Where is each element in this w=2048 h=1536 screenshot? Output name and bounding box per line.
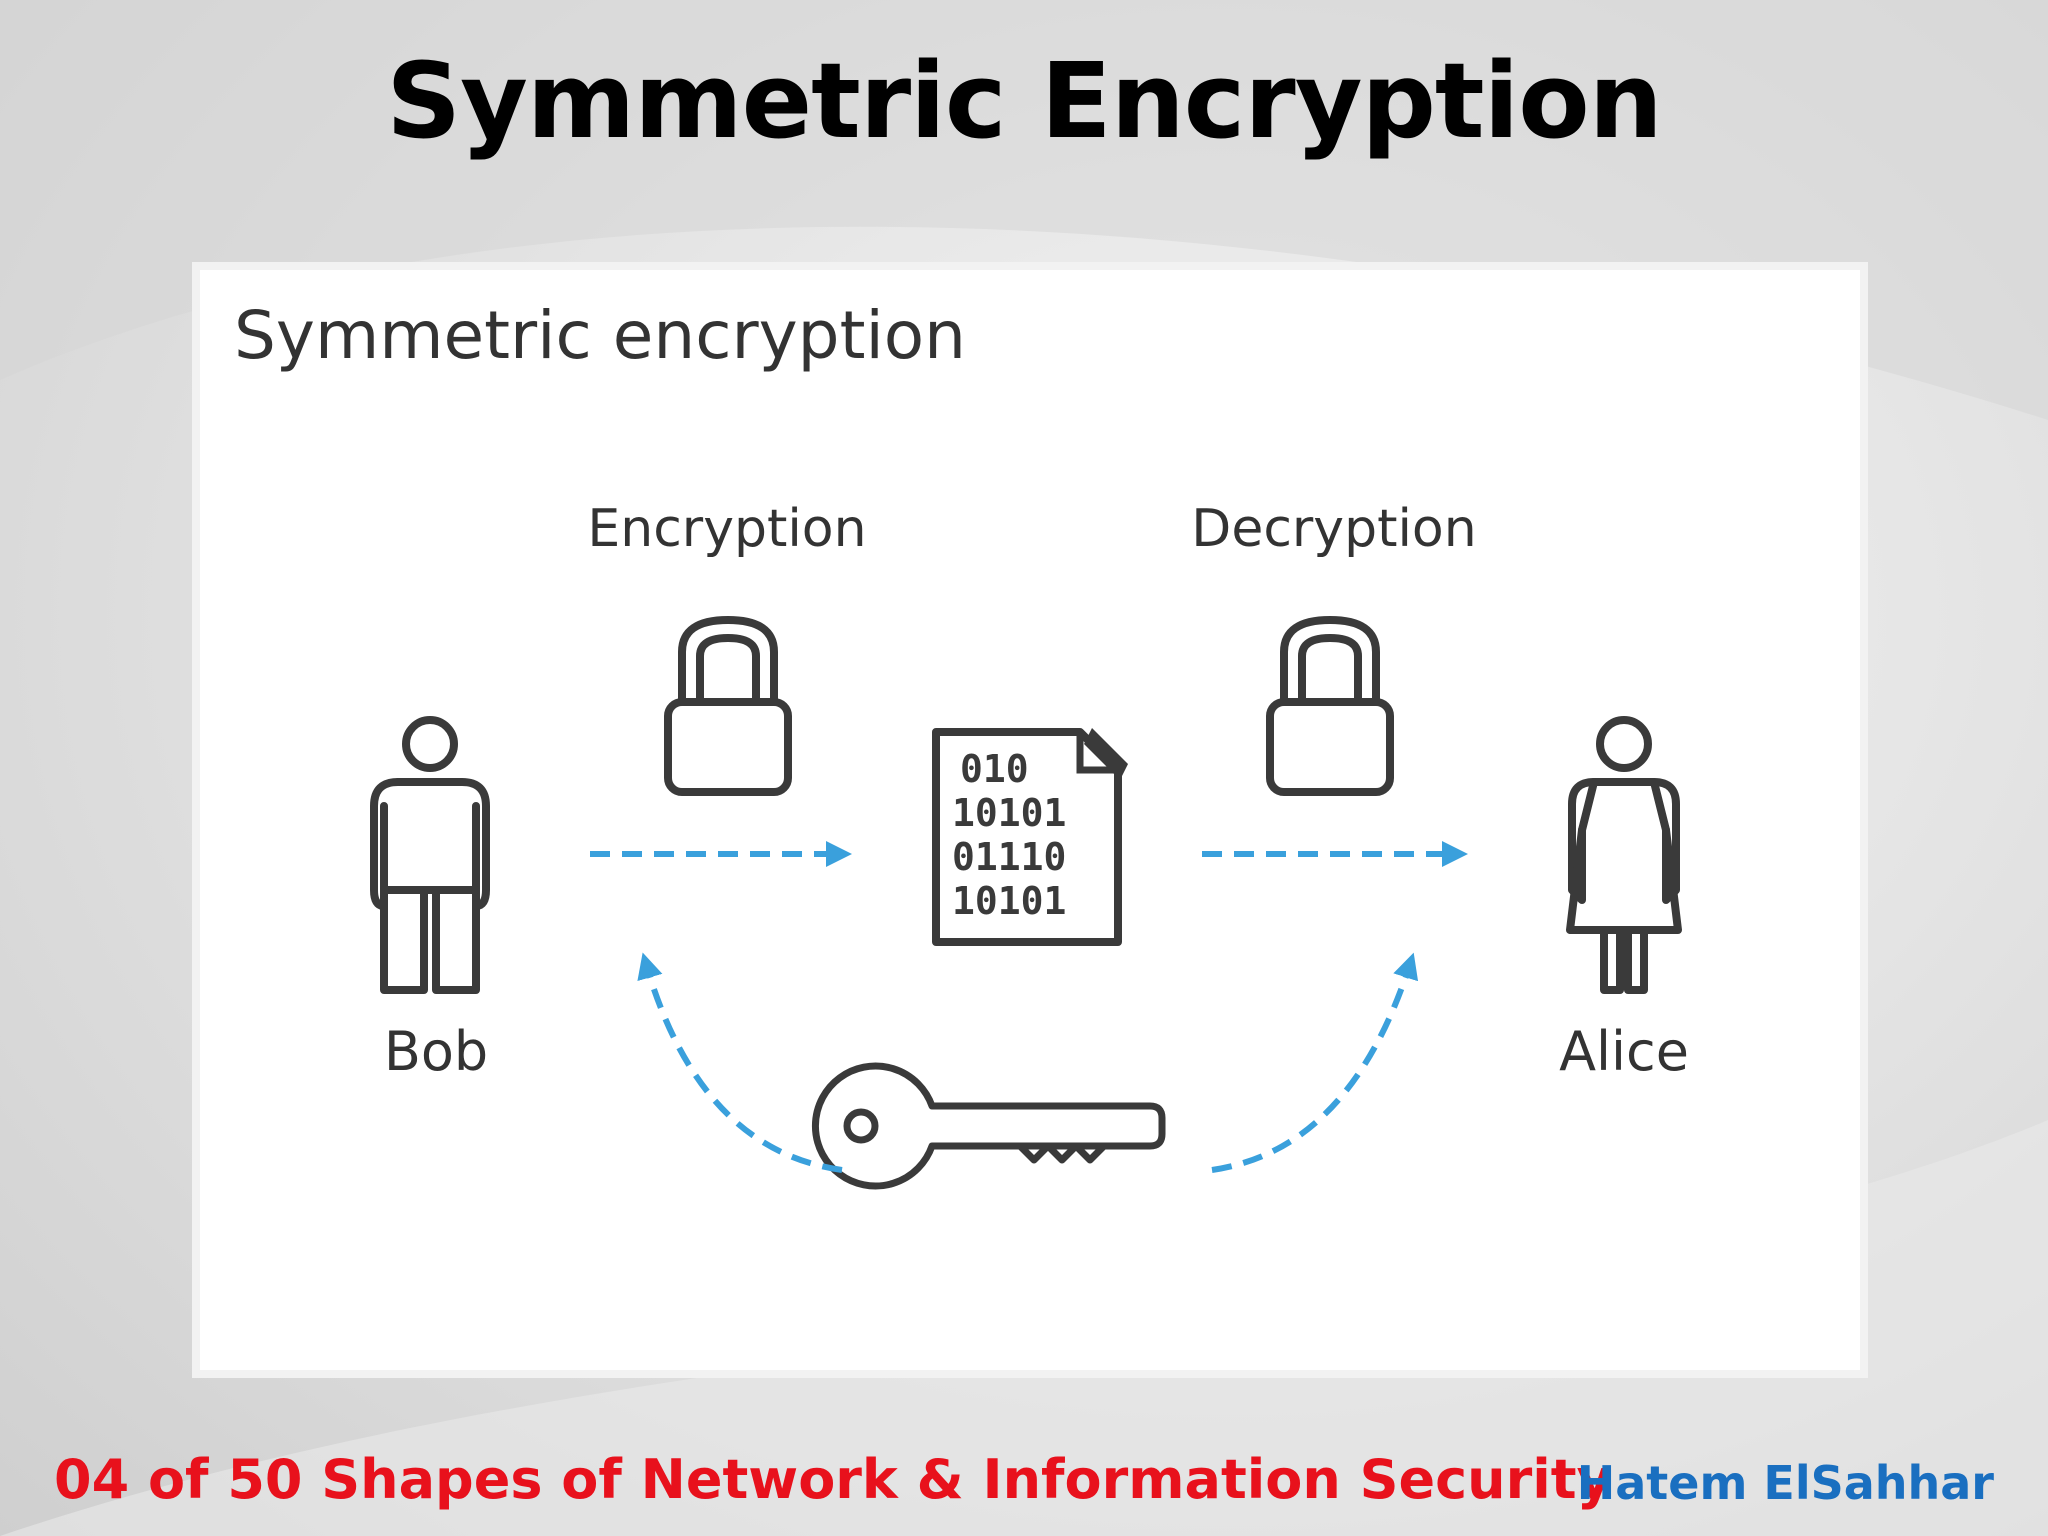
encryption-label: Encryption: [587, 499, 866, 559]
key-icon: [812, 1062, 1166, 1190]
sender-label: Bob: [384, 1020, 488, 1083]
decryption-label: Decryption: [1191, 499, 1476, 559]
binary-document-icon: 010 10101 01110 10101: [932, 728, 1128, 946]
person-icon: [370, 716, 490, 994]
cipher-line-2: 10101: [952, 791, 1066, 835]
lock-icon: [1266, 616, 1394, 796]
receiver-label: Alice: [1559, 1020, 1689, 1083]
key-to-encryption-arrow: [637, 952, 843, 1173]
person-icon: [1566, 716, 1682, 994]
diagram-heading: Symmetric encryption: [234, 297, 966, 374]
slide-title: Symmetric Encryption: [386, 40, 1663, 162]
diagram-panel: Symmetric encryption Encryption Decrypti…: [200, 270, 1860, 1370]
cipher-line-4: 10101: [952, 879, 1066, 923]
cipher-line-1: 010: [960, 747, 1029, 791]
key-to-decryption-arrow: [1211, 952, 1419, 1173]
cipher-line-3: 01110: [952, 835, 1066, 879]
footer-series-title: 04 of 50 Shapes of Network & Information…: [54, 1448, 1612, 1511]
footer-author: Hatem ElSahhar: [1576, 1456, 1994, 1510]
lock-icon: [664, 616, 792, 796]
symmetric-encryption-diagram: Symmetric encryption Encryption Decrypti…: [234, 297, 1689, 1190]
